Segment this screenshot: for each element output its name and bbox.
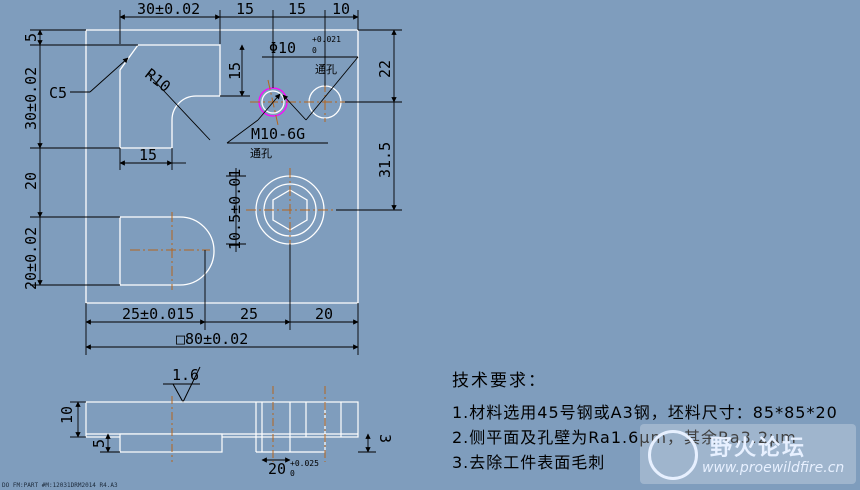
dim-through-2: 通孔 — [250, 147, 272, 160]
dim-hole-dia: Φ10 — [269, 39, 296, 57]
notes-title: 技术要求： — [452, 371, 547, 391]
dim-roughness: 1.6 — [172, 366, 199, 384]
dim-right-22: 22 — [376, 60, 394, 78]
dim-side-tol-lower: 0 — [290, 469, 295, 478]
dim-top-10: 10 — [332, 0, 350, 18]
dim-left-20b: 20±0.02 — [22, 227, 40, 290]
watermark-logo-icon — [648, 430, 698, 480]
watermark-name: 野火论坛 — [710, 436, 807, 461]
dim-bottom-25b: 25 — [240, 305, 258, 323]
note-line-1: 1.材料选用45号钢或A3钢，坯料尺寸：85*85*20 — [452, 403, 838, 422]
dim-left-20: 20 — [22, 172, 40, 190]
status-bar: DO FM:PART #M:12031DRM2014 R4.A3 — [2, 482, 118, 489]
technical-requirements: 技术要求： 1.材料选用45号钢或A3钢，坯料尺寸：85*85*20 2.侧平面… — [452, 366, 838, 474]
dim-top-30: 30±0.02 — [137, 0, 200, 18]
dim-hole-tol-upper: +0.021 — [312, 35, 341, 44]
dim-left-5: 5 — [22, 33, 40, 42]
dim-top-15b: 15 — [288, 0, 306, 18]
dim-top-15a: 15 — [236, 0, 254, 18]
note-line-3: 3.去除工件表面毛刺 — [452, 453, 606, 472]
dim-through-1: 通孔 — [315, 63, 337, 76]
dim-chamfer: C5 — [49, 84, 67, 102]
side-dimension-lines — [70, 401, 376, 463]
dim-side-20: 20 — [268, 460, 286, 478]
dim-hole-tol-lower: 0 — [312, 46, 317, 55]
dim-side-5: 5 — [90, 439, 108, 448]
dim-overall: □80±0.02 — [176, 330, 248, 348]
dim-bottom-25a: 25±0.015 — [122, 305, 194, 323]
note-line-2: 2.侧平面及孔壁为Ra1.6μm，其余Ra3.2μm — [452, 428, 797, 447]
dim-side-3: 3 — [376, 434, 394, 443]
dimension-lines — [30, 10, 402, 355]
watermark-url: www.proewildfire.cn — [702, 460, 845, 476]
dim-bottom-20: 20 — [315, 305, 333, 323]
dim-right-31-5: 31.5 — [376, 142, 394, 178]
dim-inner-15h: 15 — [139, 146, 157, 164]
dim-left-30: 30±0.02 — [22, 67, 40, 130]
dim-side-tol-upper: +0.025 — [290, 459, 319, 468]
dim-inner-15v: 15 — [226, 62, 244, 80]
dim-thread: M10-6G — [251, 125, 305, 143]
dim-side-10: 10 — [58, 406, 76, 424]
dim-radius: R10 — [142, 65, 174, 96]
watermark: 野火论坛 www.proewildfire.cn — [640, 424, 856, 484]
dim-center-10-5: 10.5±0.01 — [226, 169, 244, 250]
side-view — [85, 401, 359, 453]
side-centerlines — [171, 386, 326, 462]
